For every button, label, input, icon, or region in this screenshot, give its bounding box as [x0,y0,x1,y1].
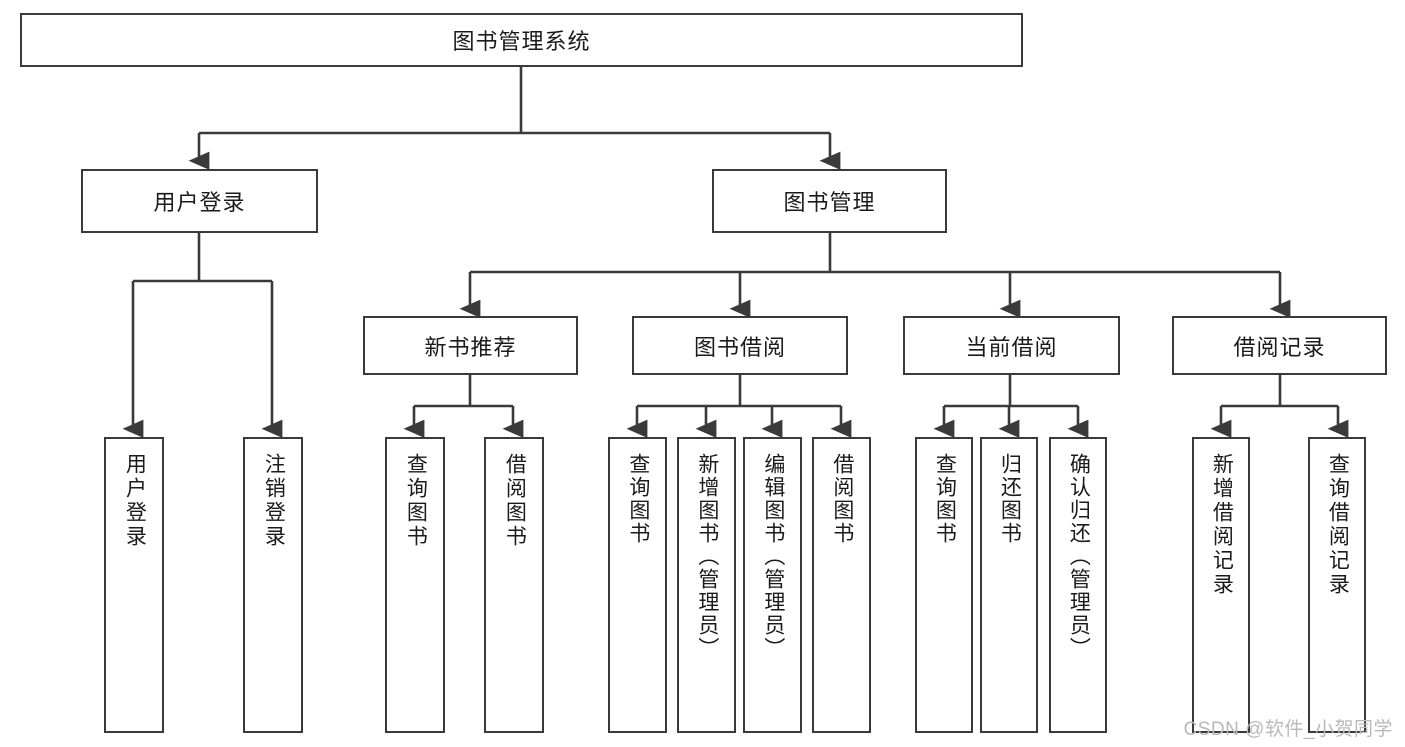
leaf-edit-book[interactable]: 编辑图书（管理员） [743,437,802,733]
leaf-confirm-return[interactable]: 确认归还（管理员） [1049,437,1107,733]
leaf-add-borrow-record[interactable]: 新增借阅记录 [1192,437,1250,733]
node-user-login[interactable]: 用户登录 [81,169,318,233]
node-label: 归还图书 [998,453,1022,545]
leaf-query-borrow-record[interactable]: 查询借阅记录 [1308,437,1366,733]
node-label: 查询图书 [404,453,428,549]
node-new-book-recommend[interactable]: 新书推荐 [363,316,578,375]
node-label: 用户登录 [153,190,246,215]
node-label: 用户登录 [123,453,147,549]
node-label: 当前借阅 [965,334,1058,360]
node-label: 注销登录 [262,453,286,549]
node-label: 新书推荐 [424,334,517,360]
leaf-return-book[interactable]: 归还图书 [980,437,1038,733]
leaf-query-book-borrow[interactable]: 查询图书 [608,437,667,733]
node-book-management[interactable]: 图书管理 [712,169,947,233]
node-label: 新增图书（管理员） [695,453,719,660]
node-label: 查询借阅记录 [1326,453,1350,597]
leaf-borrow-book-recommend[interactable]: 借阅图书 [484,437,544,733]
leaf-query-book-current[interactable]: 查询图书 [915,437,973,733]
node-label: 图书借阅 [693,334,786,360]
node-label: 新增借阅记录 [1210,453,1234,597]
leaf-add-book[interactable]: 新增图书（管理员） [677,437,736,733]
node-label: 确认归还（管理员） [1067,453,1091,660]
leaf-borrow-book[interactable]: 借阅图书 [812,437,871,733]
node-label: 借阅图书 [503,453,527,549]
node-label: 借阅记录 [1233,334,1326,360]
csdn-watermark: CSDN @软件_小贺同学 [1183,719,1393,740]
node-label: 图书管理系统 [452,29,591,54]
node-book-borrow[interactable]: 图书借阅 [632,316,848,375]
leaf-logout-login[interactable]: 注销登录 [243,437,303,733]
node-label: 编辑图书（管理员） [761,453,785,660]
node-borrow-record[interactable]: 借阅记录 [1172,316,1387,375]
node-label: 借阅图书 [830,453,854,545]
node-current-borrow[interactable]: 当前借阅 [903,316,1120,375]
node-label: 查询图书 [626,453,650,545]
leaf-user-login[interactable]: 用户登录 [104,437,164,733]
node-label: 查询图书 [933,453,957,545]
node-book-management-system[interactable]: 图书管理系统 [20,13,1023,67]
node-label: 图书管理 [783,190,876,215]
leaf-query-book-recommend[interactable]: 查询图书 [385,437,445,733]
